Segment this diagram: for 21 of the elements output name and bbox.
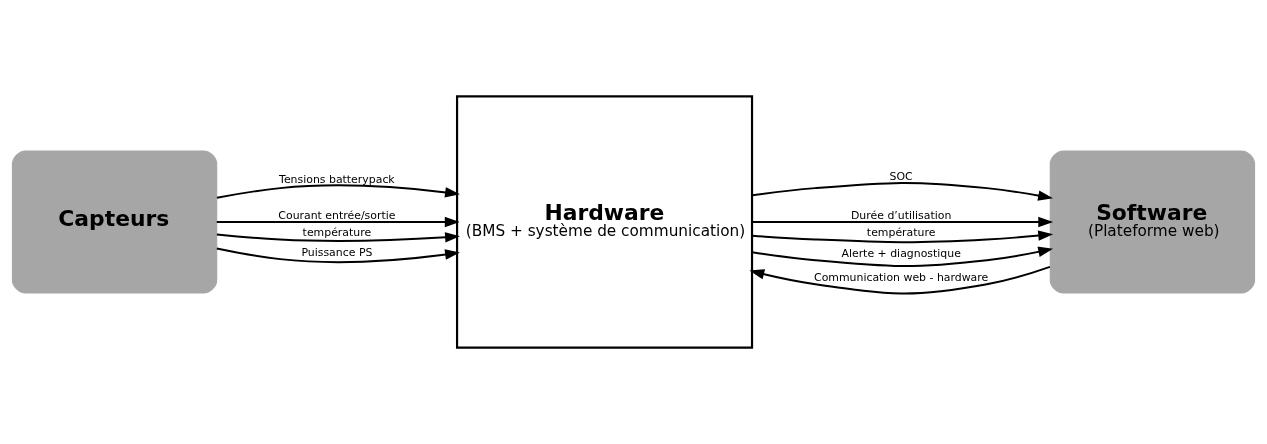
edge-label: Alerte + diagnostique — [841, 246, 961, 260]
arrow — [215, 216, 460, 228]
arrow — [751, 246, 1054, 268]
edge-label: Communication web - hardware — [814, 270, 989, 284]
edge-label: Puissance PS — [301, 245, 373, 259]
arrow — [751, 181, 1053, 201]
node-box: Hardware (BMS + système de communication) — [456, 95, 754, 349]
node-box: Software (Plateforme web) — [1049, 150, 1256, 294]
edge-label: température — [866, 226, 936, 240]
edge-label: Durée d’utilisation — [850, 208, 952, 222]
edge-label: Courant entrée/sortie — [278, 208, 396, 222]
edge-label: température — [302, 226, 372, 240]
edge-label: Tensions batterypack — [279, 172, 395, 186]
arrow — [215, 184, 460, 199]
arrow — [751, 216, 1054, 228]
arrow — [215, 247, 460, 264]
node-box: Capteurs — [11, 150, 218, 294]
arrow — [215, 232, 460, 243]
arrow — [751, 230, 1054, 244]
edge-label: SOC — [889, 170, 913, 184]
arrow — [749, 265, 1051, 295]
